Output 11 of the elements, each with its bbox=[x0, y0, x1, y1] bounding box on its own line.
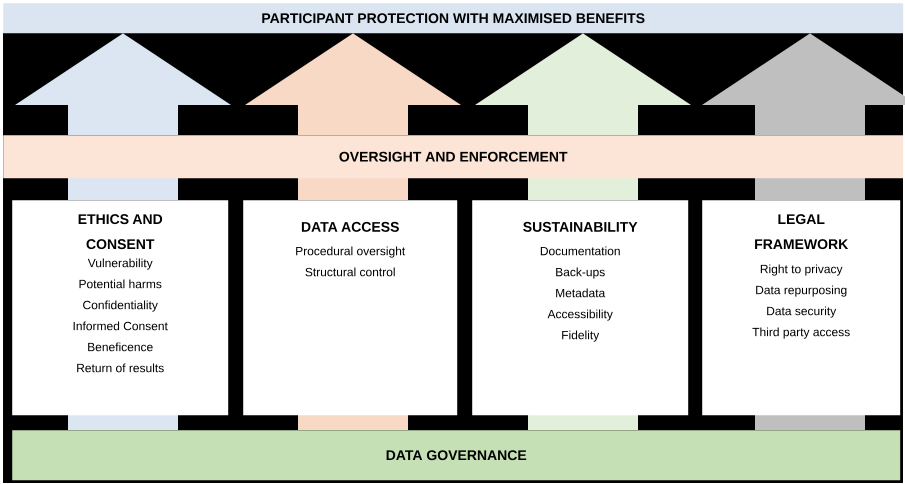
pillar-box: ETHICS AND CONSENT Vulnerability Potential harms Confidentiality Informed Consent Beneficence Return of results bbox=[12, 200, 228, 416]
base-band: DATA GOVERNANCE bbox=[12, 430, 900, 480]
pillar-box: SUSTAINABILITY Documentation Back-ups Metadata Accessibility Fidelity bbox=[472, 200, 688, 416]
banner-band: OVERSIGHT AND ENFORCEMENT bbox=[3, 135, 904, 178]
heading-band: PARTICIPANT PROTECTION WITH MAXIMISED BENEFITS bbox=[3, 3, 904, 34]
pillar-box: DATA ACCESS Procedural oversight Structural control bbox=[243, 200, 458, 416]
block-arrow bbox=[245, 33, 461, 135]
block-arrow bbox=[475, 33, 691, 135]
block-arrow bbox=[702, 33, 905, 135]
block-arrow bbox=[15, 33, 231, 135]
pillar-box: LEGAL FRAMEWORK Right to privacy Data repurposing Data security Third party access bbox=[702, 200, 900, 416]
